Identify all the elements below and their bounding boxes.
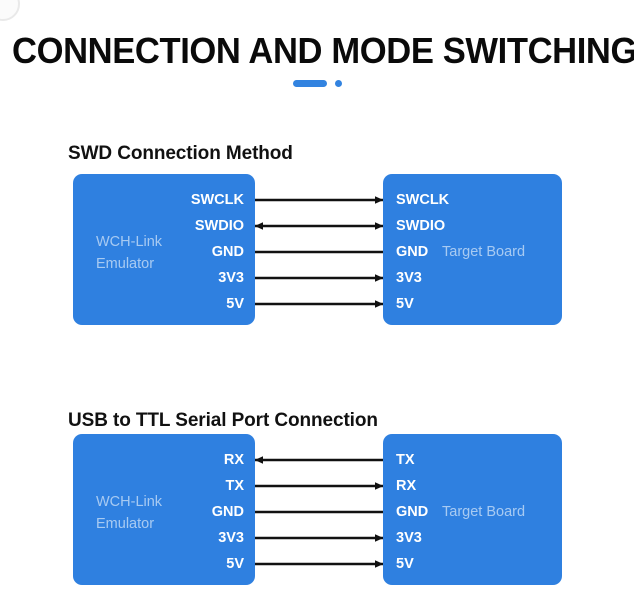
board-target-swd: Target Board SWCLK SWDIO GND 3V3 5V bbox=[383, 174, 562, 325]
board-caption-target: Target Board bbox=[442, 504, 526, 520]
pin-label: GND bbox=[211, 244, 244, 260]
pin-list-emulator-ttl: RX TX GND 3V3 5V bbox=[212, 447, 244, 577]
carousel-pagination[interactable] bbox=[0, 80, 634, 87]
pin-label: TX bbox=[225, 478, 244, 494]
board-wch-link-emulator-swd: WCH-Link Emulator SWCLK SWDIO GND 3V3 5V bbox=[73, 174, 255, 325]
wire-bundle-ttl bbox=[255, 434, 383, 585]
section-heading-swd: SWD Connection Method bbox=[68, 142, 293, 164]
pin-label: 3V3 bbox=[218, 270, 244, 286]
board-caption-target: Target Board bbox=[442, 244, 526, 260]
pin-label: SWDIO bbox=[194, 218, 244, 234]
pagination-dot-active[interactable] bbox=[292, 80, 327, 87]
pin-label: RX bbox=[223, 452, 244, 468]
corner-arc-artifact bbox=[0, 0, 20, 21]
pin-label: RX bbox=[396, 478, 417, 494]
diagram-usb-ttl-connection: WCH-Link Emulator RX TX GND 3V3 5V Targe… bbox=[73, 434, 562, 585]
board-target-ttl: Target Board TX RX GND 3V3 5V bbox=[383, 434, 562, 585]
pin-label: SWCLK bbox=[396, 192, 450, 208]
pin-label: 5V bbox=[396, 556, 414, 572]
pin-label: SWCLK bbox=[190, 192, 244, 208]
pin-label: 5V bbox=[396, 296, 414, 312]
pin-label: 3V3 bbox=[396, 530, 422, 546]
page-title: CONNECTION AND MODE SWITCHING bbox=[12, 30, 634, 72]
pin-label: TX bbox=[396, 452, 415, 468]
board-caption-emulator: WCH-Link Emulator bbox=[96, 494, 163, 532]
pin-list-emulator-swd: SWCLK SWDIO GND 3V3 5V bbox=[191, 187, 244, 317]
pin-label: 3V3 bbox=[396, 270, 422, 286]
pin-label: GND bbox=[396, 504, 429, 520]
pin-label: GND bbox=[211, 504, 244, 520]
diagram-swd-connection: WCH-Link Emulator SWCLK SWDIO GND 3V3 5V bbox=[73, 174, 562, 325]
board-wch-link-emulator-ttl: WCH-Link Emulator RX TX GND 3V3 5V bbox=[73, 434, 255, 585]
section-heading-usb-ttl: USB to TTL Serial Port Connection bbox=[68, 409, 378, 431]
pin-list-target-ttl: TX RX GND 3V3 5V bbox=[396, 447, 428, 577]
pin-label: 5V bbox=[226, 556, 244, 572]
pin-label: 3V3 bbox=[218, 530, 244, 546]
pin-label: 5V bbox=[226, 296, 244, 312]
wire-bundle-swd bbox=[255, 174, 383, 325]
board-caption-emulator: WCH-Link Emulator bbox=[96, 234, 163, 272]
pin-label: SWDIO bbox=[396, 218, 446, 234]
pin-label: GND bbox=[396, 244, 429, 260]
pin-list-target-swd: SWCLK SWDIO GND 3V3 5V bbox=[396, 187, 449, 317]
pagination-dot-2[interactable] bbox=[334, 80, 342, 87]
